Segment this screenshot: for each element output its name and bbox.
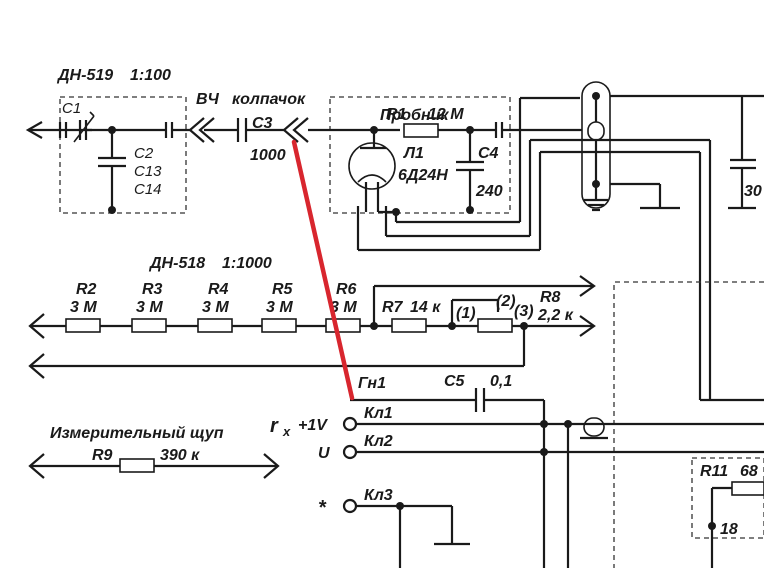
r7-label: R7 <box>382 299 404 316</box>
r1-value: 12 M <box>428 106 464 123</box>
probe-enclosure <box>329 96 511 214</box>
right-arrow-icon <box>263 453 280 479</box>
r3-value: 3 M <box>136 299 163 316</box>
kl2-label: Кл2 <box>364 433 393 450</box>
r6-label: R6 <box>336 281 357 298</box>
c3-label: C3 <box>252 115 273 132</box>
instrument-panel: R11 68 18 <box>613 281 764 568</box>
c5-value: 0,1 <box>490 373 512 390</box>
r2-resistor <box>65 318 101 333</box>
probe-title: Измерительный щуп <box>50 425 224 442</box>
l1-vacuum-tube <box>348 142 396 190</box>
r6-resistor <box>325 318 361 333</box>
dn519-ratio: 1:100 <box>130 67 171 84</box>
node-18-label: 18 <box>720 521 738 538</box>
tube-type: 6Д24Н <box>398 167 448 184</box>
c4-value: 240 <box>475 183 503 200</box>
r3-label: R3 <box>142 281 163 298</box>
c4-label: C4 <box>478 145 499 162</box>
r5-label: R5 <box>272 281 294 298</box>
dn518-label: ДН-518 <box>148 255 205 272</box>
input-switches: Гн1 C5 0,1 Кл1 r x +1V Кл2 U Кл3 * <box>270 373 764 568</box>
r8-value: 2,2 к <box>537 307 574 324</box>
rx-subscript: x <box>282 424 291 439</box>
tap-2-label: (2) <box>496 293 516 310</box>
left-arrow-icon <box>28 353 45 379</box>
kl3-terminal[interactable] <box>342 498 358 514</box>
tap-1-label: (1) <box>456 305 476 322</box>
r7-value: 14 к <box>410 299 441 316</box>
r5-resistor <box>261 318 297 333</box>
dn518-ratio: 1:1000 <box>222 255 272 272</box>
r7-resistor <box>391 318 427 333</box>
kl1-terminal[interactable] <box>342 416 358 432</box>
c14-label: C14 <box>134 181 162 198</box>
rx-label: r <box>270 415 279 437</box>
r11-label: R11 <box>700 463 728 480</box>
c3-value: 1000 <box>250 147 286 164</box>
right-arrow-icon <box>579 315 596 337</box>
shielded-connector <box>581 81 611 209</box>
r4-value: 3 M <box>202 299 229 316</box>
r2-label: R2 <box>76 281 97 298</box>
highlight-connection-line <box>291 139 355 401</box>
c13-label: C13 <box>134 163 162 180</box>
u-label: U <box>318 445 330 462</box>
rf-cap: ВЧ колпачок C3 1000 <box>188 91 309 164</box>
kl2-terminal[interactable] <box>342 444 358 460</box>
r4-label: R4 <box>208 281 229 298</box>
measuring-probe: Измерительный щуп R9 390 к <box>28 425 280 479</box>
vch-label: ВЧ <box>196 91 220 108</box>
plus1v-label: +1V <box>298 417 328 434</box>
c1-label: C1 <box>62 100 81 117</box>
r3-resistor <box>131 318 167 333</box>
probnik-label: Пробник <box>380 107 449 124</box>
r11-resistor <box>731 481 764 496</box>
r2-value: 3 M <box>70 299 97 316</box>
dn519-label: ДН-519 <box>56 67 113 84</box>
dn519-divider: ДН-519 1:100 C1 C2 C13 C14 <box>25 67 190 214</box>
r8-resistor <box>477 318 513 333</box>
r9-resistor <box>119 458 155 473</box>
dn518-divider: ДН-518 1:1000 R2 3 M R3 3 M <box>28 255 596 379</box>
l1-label: Л1 <box>403 145 424 162</box>
dn519-enclosure <box>59 96 187 214</box>
knob-icon <box>583 417 605 437</box>
connector-chevron-icon <box>282 117 299 143</box>
star-label: * <box>318 497 327 519</box>
c5-label: C5 <box>444 373 466 390</box>
r1-label: R1 <box>386 106 407 123</box>
r1-resistor <box>403 123 439 138</box>
cut-label-30: 30 <box>744 183 762 200</box>
r5-value: 3 M <box>266 299 293 316</box>
connector-chevron-icon <box>188 117 205 143</box>
right-arrow-icon <box>579 275 596 297</box>
r9-value: 390 к <box>160 447 200 464</box>
kl3-label: Кл3 <box>364 487 393 504</box>
r11-value: 68 <box>740 463 758 480</box>
r6-value: 3 M <box>330 299 357 316</box>
probe-cable: 30 <box>356 81 764 400</box>
gn1-label: Гн1 <box>358 375 386 392</box>
kl1-label: Кл1 <box>364 405 393 422</box>
tap-3-label: (3) <box>514 303 534 320</box>
r8-label: R8 <box>540 289 561 306</box>
c2-label: C2 <box>134 145 154 162</box>
r4-resistor <box>197 318 233 333</box>
r9-label: R9 <box>92 447 113 464</box>
kolpachok-label: колпачок <box>232 91 306 108</box>
probe-unit: Пробник R1 12 M Л1 6Д24Н C4 240 <box>308 96 580 218</box>
